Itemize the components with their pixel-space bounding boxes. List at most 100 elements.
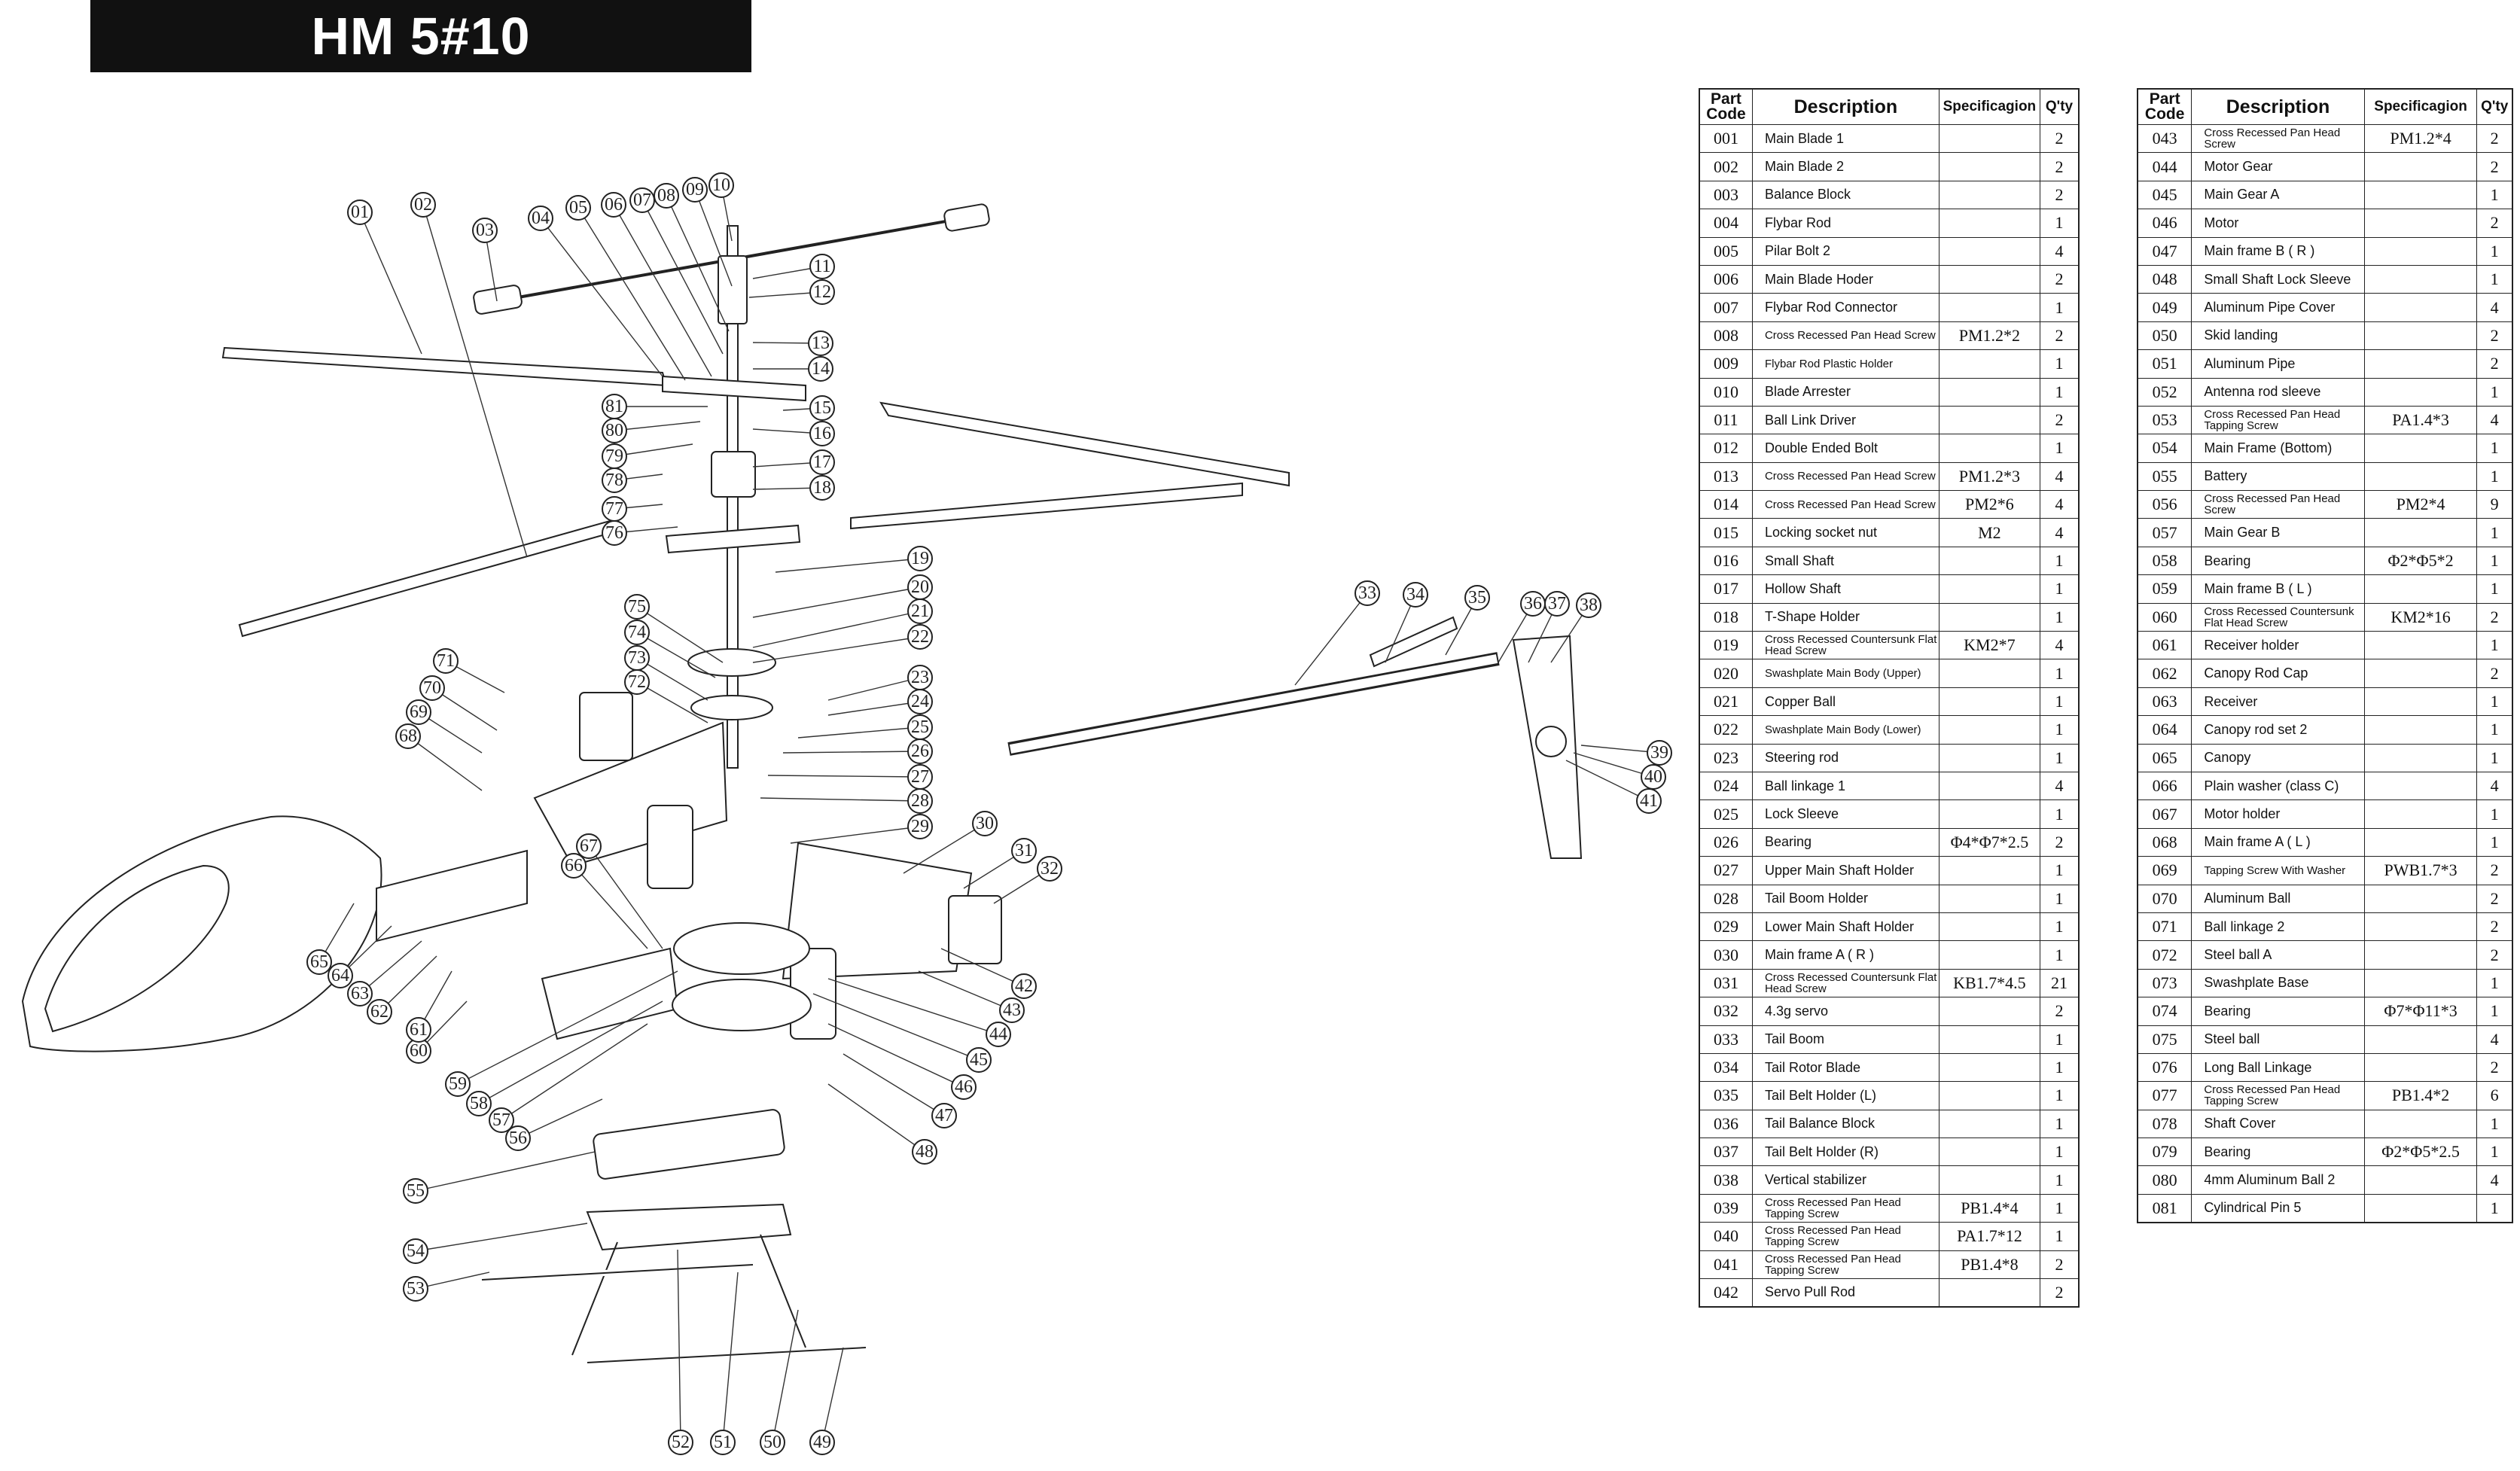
- callout-marker: 55: [403, 1178, 428, 1204]
- quantity-cell: 1: [2476, 236, 2513, 266]
- quantity-cell: 1: [2476, 1138, 2513, 1167]
- description-cell: Aluminum Pipe Cover: [2191, 293, 2365, 322]
- part-code-cell: 037: [1699, 1138, 1753, 1167]
- quantity-cell: 4: [2476, 1165, 2513, 1195]
- part-code-cell: 073: [2137, 968, 2192, 998]
- description-cell: Cross Recessed Countersunk Flat Head Scr…: [1751, 631, 1940, 660]
- callout-marker: 17: [809, 449, 835, 475]
- callout-leader-line: [782, 751, 921, 754]
- callout-circle: [406, 699, 431, 725]
- description-cell: Main frame B ( R ): [2191, 236, 2365, 266]
- description-cell: Battery: [2191, 461, 2365, 492]
- servo-left: [579, 692, 633, 761]
- callout-circle: [528, 206, 553, 231]
- specification-cell: [1938, 771, 2041, 801]
- part-code-cell: 003: [1699, 180, 1753, 210]
- callout-number: 75: [628, 597, 646, 617]
- part-code-cell: 072: [2137, 940, 2192, 970]
- specification-cell: [2363, 209, 2478, 238]
- callout-marker: 34: [1403, 582, 1428, 608]
- description-cell: Swashplate Base: [2191, 968, 2365, 998]
- callout-number: 57: [492, 1110, 510, 1130]
- callout-number: 63: [351, 984, 369, 1004]
- part-code-cell: 011: [1699, 405, 1753, 435]
- part-code-cell: 008: [1699, 321, 1753, 351]
- description-cell: Cross Recessed Countersunk Flat Head Scr…: [2191, 602, 2365, 632]
- callout-marker: 33: [1354, 580, 1380, 606]
- callout-circle: [1354, 580, 1380, 606]
- specification-cell: [1938, 997, 2041, 1026]
- callout-circle: [1403, 582, 1428, 608]
- callout-marker: 29: [907, 814, 933, 839]
- callout-marker: 75: [624, 594, 650, 620]
- callout-marker: 45: [966, 1047, 992, 1073]
- callout-number: 67: [580, 836, 598, 856]
- main-gear-b: [672, 979, 812, 1031]
- quantity-cell: 1: [2040, 349, 2080, 379]
- part-code-cell: 018: [1699, 602, 1753, 632]
- callout-leader-line: [752, 636, 921, 663]
- blade-holder-upper: [662, 375, 806, 402]
- callout-marker: 27: [907, 764, 933, 790]
- callout-marker: 54: [403, 1238, 428, 1264]
- callout-circle: [1011, 838, 1037, 863]
- part-code-cell: 035: [1699, 1081, 1753, 1110]
- callout-marker: 80: [602, 418, 627, 443]
- swashplate-base: [690, 695, 773, 720]
- skid-landing-rear: [587, 1347, 867, 1363]
- quantity-cell: 4: [2476, 405, 2513, 435]
- callout-leader-line: [379, 955, 437, 1013]
- specification-cell: [2363, 771, 2478, 801]
- callout-number: 70: [423, 678, 441, 698]
- quantity-cell: 2: [2040, 321, 2080, 351]
- callout-number: 77: [605, 499, 623, 519]
- description-cell: Aluminum Pipe: [2191, 349, 2365, 379]
- description-cell: Swashplate Main Body (Lower): [1751, 715, 1940, 745]
- callout-leader-line: [577, 207, 686, 381]
- description-cell: Swashplate Main Body (Upper): [1751, 659, 1940, 688]
- part-code-cell: 029: [1699, 912, 1753, 942]
- callout-circle: [809, 254, 835, 279]
- callout-circle: [1011, 973, 1037, 999]
- main-blade-upper-left: [221, 346, 668, 387]
- part-code-cell: 040: [1699, 1222, 1753, 1251]
- callout-number: 54: [407, 1241, 425, 1261]
- part-code-cell: 044: [2137, 152, 2192, 181]
- callout-number: 59: [449, 1074, 467, 1094]
- callout-number: 29: [911, 817, 929, 836]
- part-code-cell: 049: [2137, 293, 2192, 322]
- callout-marker: 08: [654, 183, 679, 209]
- callout-leader-line: [767, 775, 921, 778]
- description-cell: Skid landing: [2191, 321, 2365, 351]
- quantity-cell: 1: [2476, 1193, 2513, 1223]
- part-code-cell: 016: [1699, 546, 1753, 576]
- part-code-cell: 071: [2137, 912, 2192, 942]
- callout-leader-line: [478, 1000, 663, 1104]
- quantity-cell: 1: [2040, 884, 2080, 913]
- callout-leader-line: [694, 189, 733, 287]
- header-part-code: Part Code: [2137, 88, 2192, 125]
- callout-leader-line: [613, 204, 712, 377]
- specification-cell: KM2*16: [2363, 602, 2478, 632]
- quantity-cell: 2: [2476, 602, 2513, 632]
- description-cell: Tail Belt Holder (L): [1751, 1081, 1940, 1110]
- callout-leader-line: [1573, 752, 1654, 778]
- part-code-cell: 075: [2137, 1025, 2192, 1054]
- tail-gear: [1535, 726, 1567, 757]
- specification-cell: [2363, 1025, 2478, 1054]
- callout-marker: 32: [1037, 856, 1062, 882]
- callout-number: 39: [1650, 743, 1668, 763]
- quantity-cell: 1: [2476, 631, 2513, 660]
- part-code-cell: 022: [1699, 715, 1753, 745]
- main-blade-lower-right: [850, 482, 1243, 530]
